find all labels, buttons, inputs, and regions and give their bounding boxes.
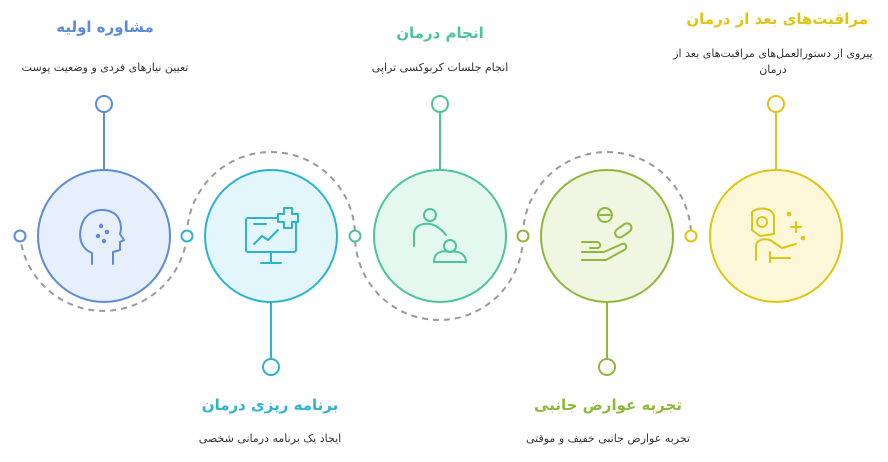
connector-arc-3 — [354, 235, 524, 321]
step-circle-5 — [709, 169, 843, 303]
stem-dot-1 — [95, 95, 113, 113]
chart-monitor-icon — [245, 207, 299, 264]
step-circle-3 — [373, 169, 507, 303]
junction-dot-4 — [516, 229, 530, 243]
junction-dot-5 — [684, 229, 698, 243]
dashed-connectors — [19, 151, 692, 321]
connector-arc-1 — [19, 235, 188, 312]
step-title-1: مشاوره اولیه — [56, 18, 154, 36]
step-title-3: انجام درمان — [396, 24, 484, 42]
junction-dot-3 — [348, 229, 362, 243]
step-title-2: برنامه ریزی درمان — [201, 396, 339, 414]
step-circle-4 — [540, 169, 674, 303]
junction-dot-2 — [180, 229, 194, 243]
step-circle-1 — [37, 169, 171, 303]
step-desc-5: پیروی از دستورالعمل‌های مراقبت‌های بعد ا… — [673, 47, 873, 76]
faceshield-person-icon — [751, 207, 806, 263]
step-title-5: مراقبت‌های بعد از درمان — [686, 10, 868, 28]
step-desc-4: تجربه عوارض جانبی خفیف و موقتی — [526, 432, 690, 445]
stem-dot-2 — [262, 358, 280, 376]
step-title-4: تجربه عوارض جانبی — [534, 396, 682, 414]
step-desc-1: تعیین نیازهای فردی و وضعیت پوست — [21, 61, 189, 74]
patient-icon — [413, 208, 467, 263]
stem-dot-4 — [598, 358, 616, 376]
stem-dot-3 — [431, 95, 449, 113]
connector-arc-2 — [186, 151, 356, 237]
stem-dot-5 — [767, 95, 785, 113]
step-desc-2: ایجاد یک برنامه درمانی شخصی — [198, 432, 342, 445]
pill-hand-icon — [581, 207, 633, 261]
step-desc-3: انجام جلسات کربوکسی تراپی — [371, 61, 509, 74]
face-icon — [79, 208, 125, 265]
connector-arc-4 — [522, 151, 692, 237]
junction-dot-1 — [13, 229, 27, 243]
